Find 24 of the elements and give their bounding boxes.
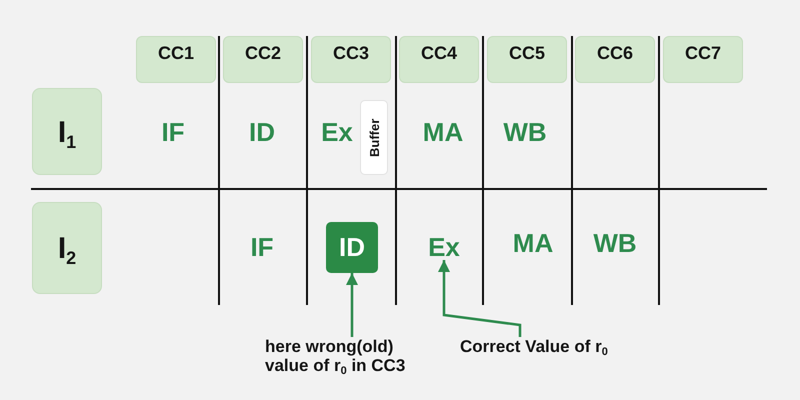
stage-label: MA (422, 119, 464, 145)
stage-label: WB (593, 230, 637, 256)
buffer-tag: Buffer (360, 100, 388, 175)
arrow (438, 260, 522, 337)
stage-label: Ex (321, 119, 353, 145)
cycle-header: CC4 (399, 36, 479, 83)
arrow (346, 273, 358, 337)
cycle-header: CC3 (311, 36, 391, 83)
callout-text: here wrong(old) value of r$_{0}$ in CC3 (265, 337, 430, 375)
instruction-tag: I$_{1}$ (32, 88, 102, 175)
stage-label: MA (512, 230, 554, 256)
cycle-header: CC1 (136, 36, 216, 83)
stage-label: IF (161, 119, 185, 145)
cycle-header: CC2 (223, 36, 303, 83)
stage-label: Ex (428, 234, 460, 260)
stage-label: ID (249, 119, 275, 145)
cycle-header: CC5 (487, 36, 567, 83)
cycle-header: CC6 (575, 36, 655, 83)
highlighted-stage: ID (326, 222, 378, 273)
stage-label: IF (250, 234, 274, 260)
callout-text: Correct Value of r$_{0}$ (460, 337, 645, 356)
cycle-header: CC7 (663, 36, 743, 83)
instruction-tag: I$_{2}$ (32, 202, 102, 294)
stage-label: WB (503, 119, 547, 145)
